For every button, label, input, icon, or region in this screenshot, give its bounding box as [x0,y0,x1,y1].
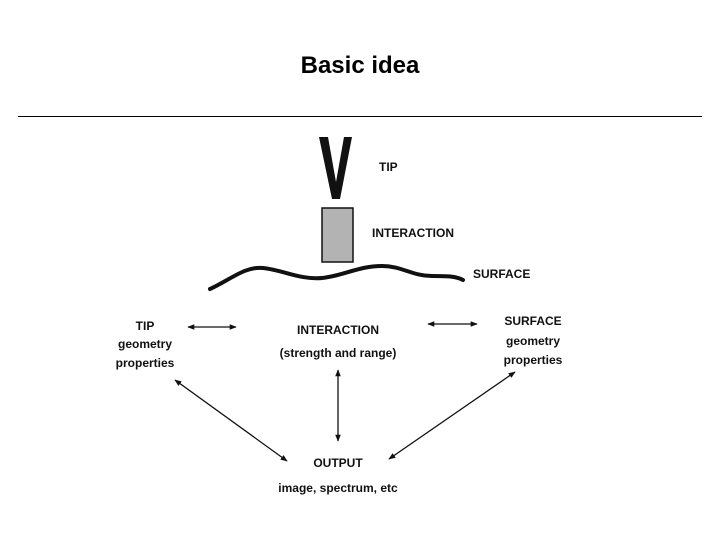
interaction-block [321,207,354,263]
title-divider [18,116,702,117]
output-title: OUTPUT [313,456,363,470]
surface-wave [208,263,465,291]
arrow-surface-output [388,371,516,460]
tip-props-title: TIP [136,319,155,333]
surface-label: SURFACE [473,267,530,281]
surface-properties-text: properties [504,353,563,367]
tip-icon [319,137,352,199]
output-description: image, spectrum, etc [278,481,398,495]
surface-geometry-text: geometry [506,334,560,348]
surface-props-title: SURFACE [504,314,561,328]
tip-label: TIP [379,160,398,174]
tip-geometry-text: geometry [118,337,172,351]
tip-properties-text: properties [116,356,175,370]
arrow-tip-output [174,379,288,462]
interaction-strength-range: (strength and range) [280,346,397,360]
interaction-mid-title: INTERACTION [297,323,379,337]
interaction-label: INTERACTION [372,226,454,240]
page-title: Basic idea [300,52,420,79]
